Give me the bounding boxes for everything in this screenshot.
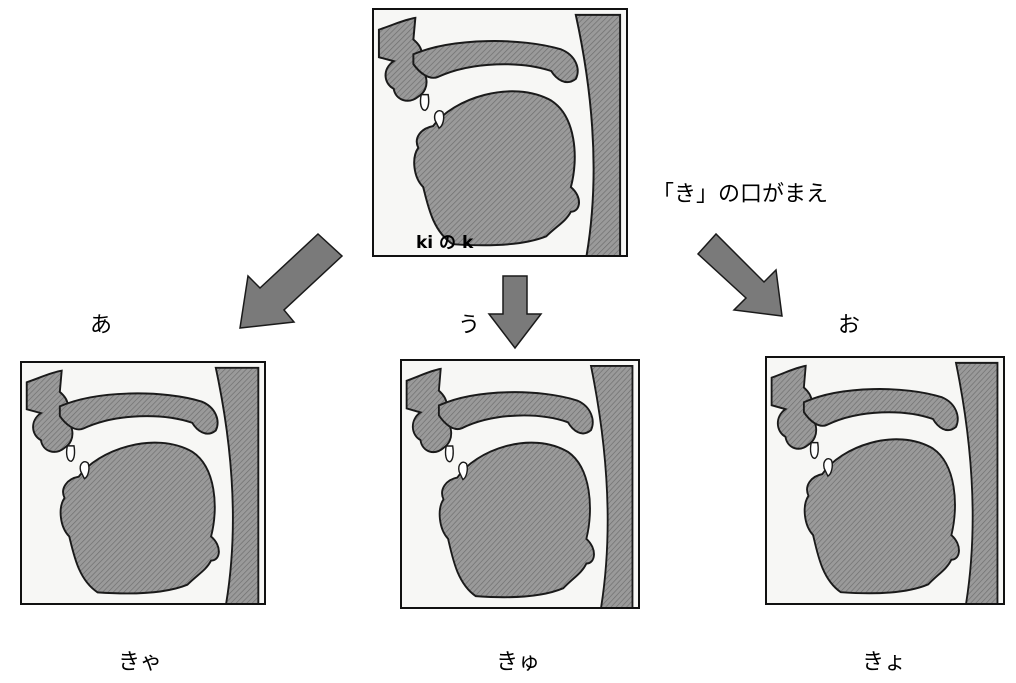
vowel-u-label: う xyxy=(458,315,480,337)
kyu-articulation-image xyxy=(400,359,640,609)
vowel-o-label: お xyxy=(838,315,860,337)
kyu-label: きゅ xyxy=(496,652,540,674)
vowel-a-label: あ xyxy=(90,315,112,337)
kyo-label: きょ xyxy=(862,652,906,674)
arrow-down-icon xyxy=(487,274,545,352)
top-caption: 「き」の口がまえ xyxy=(652,184,828,206)
kya-articulation-image xyxy=(20,361,266,605)
kya-label: きゃ xyxy=(118,652,162,674)
arrow-down-right-icon xyxy=(694,232,790,322)
top-image-caption: ki の k xyxy=(416,228,473,253)
arrow-down-left-icon xyxy=(234,232,350,332)
top-articulation-image: ki の k xyxy=(372,8,628,257)
kyo-articulation-image xyxy=(765,356,1005,605)
